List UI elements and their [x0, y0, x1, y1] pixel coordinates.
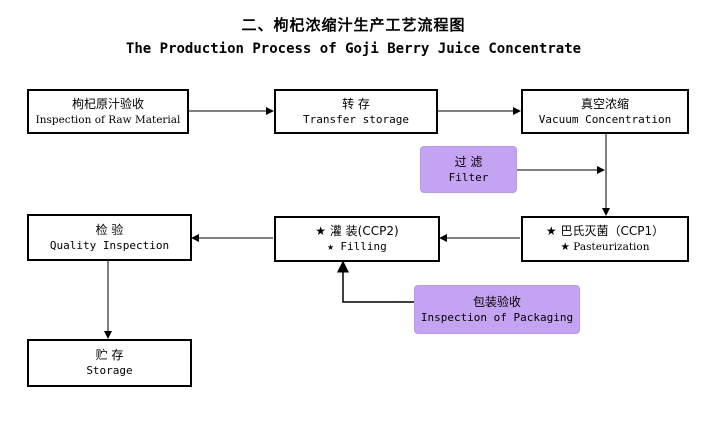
node-label-cn: 检 验 — [95, 222, 124, 237]
node-label-en: Inspection of Packaging — [420, 310, 574, 324]
node-raw-material-inspection: 枸杞原汁验收 Inspection of Raw Material — [27, 89, 189, 134]
node-label-en: Vacuum Concentration — [538, 112, 672, 126]
node-label-en: Transfer storage — [303, 112, 409, 126]
node-vacuum-concentration: 真空浓缩 Vacuum Concentration — [521, 89, 689, 134]
title-chinese: 二、枸杞浓缩汁生产工艺流程图 — [241, 16, 466, 34]
node-label-cn: 转 存 — [342, 96, 370, 111]
node-label-en: Quality Inspection — [49, 238, 170, 252]
title-english: The Production Process of Goji Berry Jui… — [125, 41, 582, 57]
node-label-cn: 贮 存 — [95, 348, 124, 362]
node-label-en: ★ Filling — [327, 240, 387, 253]
node-pasteurization: ★ 巴氏灭菌（CCP1） ★ Pasteurization — [521, 216, 689, 262]
node-filling: ★ 灌 装(CCP2) ★ Filling — [274, 216, 440, 262]
node-quality-inspection: 检 验 Quality Inspection — [27, 214, 192, 261]
node-label-en: Filter — [448, 170, 489, 184]
node-packaging-inspection: 包装验收 Inspection of Packaging — [414, 285, 580, 334]
node-label-en: Inspection of Raw Material — [35, 113, 181, 126]
node-label-cn: ★ 灌 装(CCP2) — [315, 224, 399, 238]
node-label-cn: 包装验收 — [472, 294, 521, 309]
node-label-en: Storage — [86, 364, 133, 377]
node-filter: 过 滤 Filter — [420, 146, 517, 193]
node-transfer-storage: 转 存 Transfer storage — [274, 89, 438, 134]
node-label-cn: 过 滤 — [454, 154, 483, 169]
node-label-cn: ★ 巴氏灭菌（CCP1） — [545, 224, 665, 238]
node-storage: 贮 存 Storage — [27, 339, 192, 387]
arrow-packaging-to-filling — [337, 260, 414, 303]
node-label-en: ★ Pasteurization — [560, 241, 650, 253]
node-label-cn: 枸杞原汁验收 — [71, 96, 144, 111]
node-label-cn: 真空浓缩 — [580, 96, 629, 111]
